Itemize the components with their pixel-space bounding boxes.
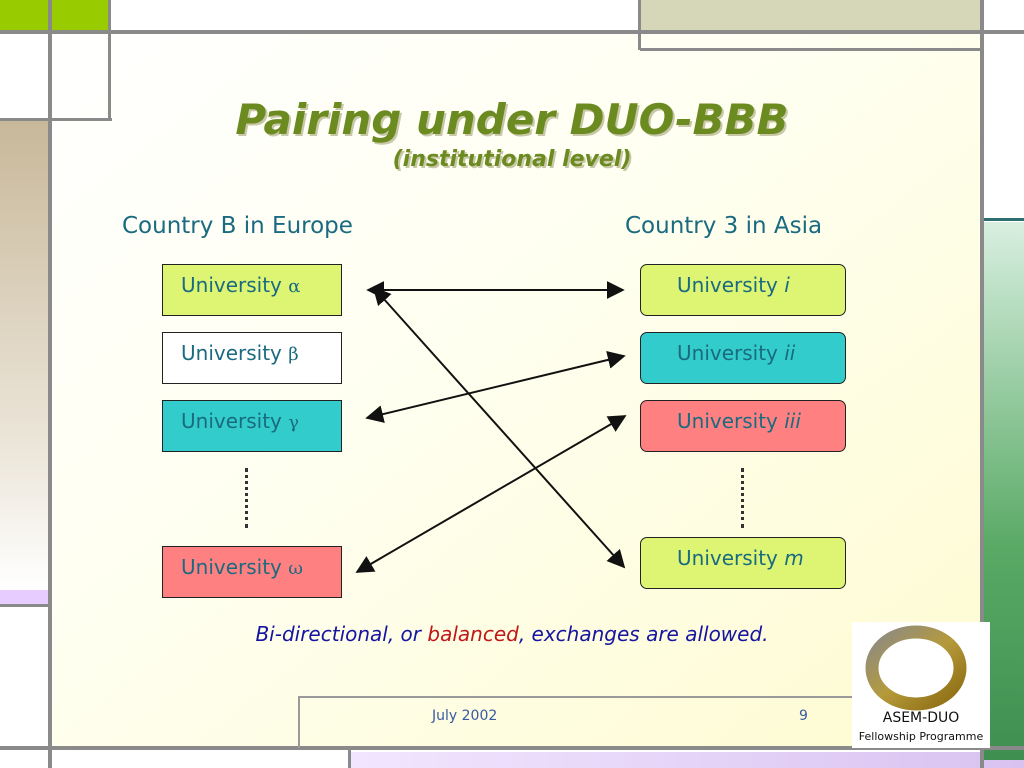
university-label: University bbox=[181, 409, 289, 433]
grid-line bbox=[48, 0, 52, 768]
deco-tan-strip bbox=[0, 120, 48, 590]
grid-line bbox=[348, 748, 351, 768]
gamma-symbol: γ bbox=[288, 412, 300, 433]
university-gamma-box: University γ bbox=[162, 400, 342, 452]
grid-line bbox=[0, 30, 1024, 34]
footer-date: July 2002 bbox=[432, 708, 498, 724]
note-text-start: Bi-directional, or bbox=[255, 622, 428, 646]
university-alpha-box: University α bbox=[162, 264, 342, 316]
university-m-box: University m bbox=[640, 537, 846, 589]
asem-duo-logo: ASEM-DUO Fellowship Programme bbox=[852, 622, 990, 748]
university-label: University bbox=[677, 409, 785, 433]
grid-line bbox=[108, 0, 111, 120]
alpha-symbol: α bbox=[288, 276, 301, 297]
logo-tagline: Fellowship Programme bbox=[858, 730, 984, 743]
grid-line bbox=[638, 0, 641, 50]
note-highlight: balanced bbox=[427, 622, 519, 646]
university-beta-box: University β bbox=[162, 332, 342, 384]
arrow-gamma-ii bbox=[365, 351, 626, 423]
university-label: University bbox=[677, 273, 785, 297]
university-label: University bbox=[677, 341, 785, 365]
slide-title: Pairing under DUO-BBB bbox=[235, 95, 789, 144]
university-iii-box: University iii bbox=[640, 400, 846, 452]
europe-heading: Country B in Europe bbox=[122, 213, 353, 239]
deco-green-block bbox=[0, 0, 110, 32]
university-label: University bbox=[181, 555, 289, 579]
omega-symbol: ω bbox=[288, 558, 303, 579]
deco-lavender-strip-left bbox=[0, 590, 48, 604]
ellipsis-dots-right bbox=[741, 468, 744, 528]
university-i-box: University i bbox=[640, 264, 846, 316]
grid-line bbox=[640, 48, 984, 51]
slide-subtitle: (institutional level) bbox=[392, 147, 632, 172]
arrow-alpha-m bbox=[372, 286, 626, 569]
university-label: University bbox=[677, 546, 785, 570]
university-ii-box: University ii bbox=[640, 332, 846, 384]
grid-line bbox=[0, 118, 112, 121]
numeral-iii: iii bbox=[784, 409, 801, 433]
deco-teal-line bbox=[984, 218, 1024, 221]
numeral-ii: ii bbox=[784, 341, 796, 365]
note-text-end: , exchanges are allowed. bbox=[518, 622, 769, 646]
page-number: 9 bbox=[799, 708, 808, 724]
grid-line bbox=[298, 696, 300, 748]
university-label: University bbox=[181, 273, 289, 297]
deco-lavender-strip-bottom bbox=[350, 752, 1024, 768]
numeral-m: m bbox=[784, 546, 804, 570]
ellipsis-dots-left bbox=[245, 468, 248, 528]
ring-icon bbox=[865, 625, 967, 711]
logo-name: ASEM-DUO bbox=[882, 710, 960, 726]
beta-symbol: β bbox=[288, 344, 299, 365]
asia-heading: Country 3 in Asia bbox=[625, 213, 823, 239]
university-label: University bbox=[181, 341, 289, 365]
grid-line bbox=[300, 696, 856, 698]
exchange-note: Bi-directional, or balanced, exchanges a… bbox=[0, 622, 1024, 646]
deco-green-gradient-strip bbox=[984, 222, 1024, 760]
arrow-omega-iii bbox=[355, 415, 627, 573]
grid-line bbox=[0, 604, 50, 607]
deco-olive-block-top bbox=[640, 0, 980, 32]
grid-line bbox=[980, 0, 984, 768]
grid-line bbox=[0, 746, 1024, 750]
numeral-i: i bbox=[784, 273, 790, 297]
university-omega-box: University ω bbox=[162, 546, 342, 598]
